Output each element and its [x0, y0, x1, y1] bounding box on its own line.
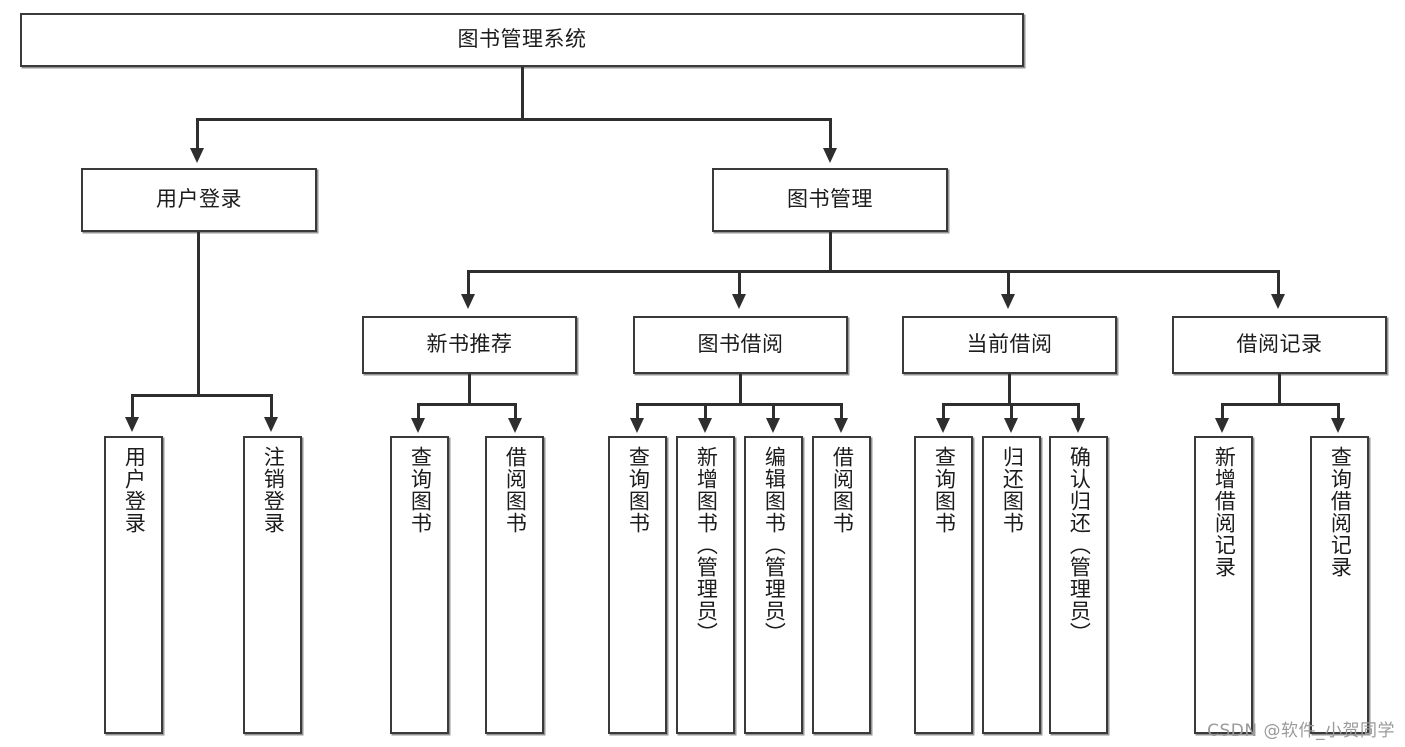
connector-book-borrow-leaf-1: [636, 403, 639, 420]
leaf-borrow-record-add-record[interactable]: 新增借阅记录: [1194, 436, 1253, 734]
arrow-borrow-record-leaf-2: [1331, 418, 1345, 433]
connector-new-book-stem: [468, 374, 471, 403]
arrow-book-borrow-leaf-1: [630, 418, 644, 433]
connector-root-stem: [521, 67, 524, 118]
leaf-user-login-logout[interactable]: 注销登录: [243, 436, 302, 734]
connector-current-borrow-stem: [1008, 374, 1011, 403]
connector-borrow-record-stem: [1278, 374, 1281, 403]
connector-borrow-record-leaf-1: [1221, 403, 1224, 420]
connector-book-borrow-leaf-2: [704, 403, 707, 420]
watermark-text: CSDN @软件_小贺同学: [1207, 721, 1395, 741]
leaf-current-borrow-query-books[interactable]: 查询图书: [914, 436, 973, 734]
arrow-to-borrow-record: [1271, 294, 1285, 309]
connector-user-login-bus: [131, 394, 272, 397]
node-root-system[interactable]: 图书管理系统: [20, 13, 1024, 67]
leaf-label: 归还图书: [1000, 446, 1025, 534]
connector-book-mgmt-to-current-borrow: [1007, 270, 1010, 296]
node-label: 当前借阅: [966, 332, 1053, 357]
leaf-label: 新增图书（管理员）: [694, 446, 719, 644]
arrow-current-borrow-leaf-2: [1004, 418, 1018, 433]
connector-book-mgmt-to-borrow-record: [1277, 270, 1280, 296]
arrow-book-borrow-leaf-4: [834, 418, 848, 433]
arrow-borrow-record-leaf-1: [1215, 418, 1229, 433]
node-label: 借阅记录: [1236, 332, 1323, 357]
leaf-label: 用户登录: [122, 446, 147, 534]
connector-current-borrow-leaf-1: [942, 403, 945, 420]
node-new-book-recommend[interactable]: 新书推荐: [362, 316, 577, 374]
leaf-new-book-query-books[interactable]: 查询图书: [390, 436, 449, 734]
leaf-book-borrow-query-books[interactable]: 查询图书: [608, 436, 667, 734]
arrow-to-user-login: [190, 148, 204, 163]
leaf-label: 借阅图书: [830, 446, 855, 534]
node-book-borrow[interactable]: 图书借阅: [633, 316, 848, 374]
connector-book-borrow-stem: [739, 374, 742, 403]
connector-book-borrow-leaf-3: [772, 403, 775, 420]
leaf-new-book-borrow-books[interactable]: 借阅图书: [485, 436, 544, 734]
arrow-user-login-leaf-1: [125, 417, 139, 432]
node-label: 图书借阅: [697, 332, 784, 357]
connector-borrow-record-bus: [1221, 403, 1339, 406]
connector-new-book-leaf-2: [514, 403, 517, 420]
connector-book-mgmt-stem: [829, 232, 832, 270]
leaf-label: 查询图书: [626, 446, 651, 534]
node-borrow-record[interactable]: 借阅记录: [1172, 316, 1387, 374]
leaf-current-borrow-confirm-return-admin[interactable]: 确认归还（管理员）: [1049, 436, 1108, 734]
arrow-book-borrow-leaf-3: [766, 418, 780, 433]
node-label: 图书管理: [787, 187, 873, 212]
leaf-label: 新增借阅记录: [1212, 446, 1237, 578]
arrow-book-borrow-leaf-2: [698, 418, 712, 433]
connector-new-book-leaf-1: [417, 403, 420, 420]
arrow-new-book-leaf-2: [508, 418, 522, 433]
arrow-current-borrow-leaf-1: [936, 418, 950, 433]
connector-book-mgmt-bus: [467, 270, 1280, 273]
node-label: 图书管理系统: [457, 27, 587, 52]
node-book-management[interactable]: 图书管理: [712, 168, 948, 232]
arrow-to-new-book-recommend: [461, 294, 475, 309]
connector-borrow-record-leaf-2: [1337, 403, 1340, 420]
connector-book-borrow-bus: [636, 403, 843, 406]
connector-current-borrow-leaf-3: [1077, 403, 1080, 420]
leaf-label: 查询借阅记录: [1328, 446, 1353, 578]
leaf-borrow-record-query-record[interactable]: 查询借阅记录: [1310, 436, 1369, 734]
arrow-user-login-leaf-2: [264, 417, 278, 432]
connector-book-mgmt-to-book-borrow: [738, 270, 741, 296]
leaf-user-login-login[interactable]: 用户登录: [104, 436, 163, 734]
leaf-current-borrow-return-books[interactable]: 归还图书: [982, 436, 1041, 734]
leaf-label: 查询图书: [932, 446, 957, 534]
leaf-label: 借阅图书: [503, 446, 528, 534]
leaf-label: 确认归还（管理员）: [1067, 446, 1092, 644]
node-user-login[interactable]: 用户登录: [81, 168, 317, 232]
connector-root-to-book-mgmt: [829, 118, 832, 150]
arrow-to-book-borrow: [732, 294, 746, 309]
arrow-new-book-leaf-1: [411, 418, 425, 433]
connector-root-to-user-login: [196, 118, 199, 150]
leaf-label: 查询图书: [408, 446, 433, 534]
arrow-current-borrow-leaf-3: [1071, 418, 1085, 433]
connector-user-login-leaf-1: [131, 394, 134, 419]
node-current-borrow[interactable]: 当前借阅: [902, 316, 1117, 374]
leaf-book-borrow-borrow-books[interactable]: 借阅图书: [812, 436, 871, 734]
arrow-to-book-mgmt: [823, 148, 837, 163]
connector-root-bus: [196, 118, 832, 121]
connector-book-borrow-leaf-4: [840, 403, 843, 420]
connector-user-login-stem: [197, 232, 200, 394]
leaf-book-borrow-edit-book-admin[interactable]: 编辑图书（管理员）: [744, 436, 803, 734]
connector-current-borrow-leaf-2: [1010, 403, 1013, 420]
leaf-book-borrow-add-book-admin[interactable]: 新增图书（管理员）: [676, 436, 735, 734]
leaf-label: 注销登录: [261, 446, 286, 534]
connector-new-book-bus: [417, 403, 517, 406]
leaf-label: 编辑图书（管理员）: [762, 446, 787, 644]
connector-user-login-leaf-2: [270, 394, 273, 419]
node-label: 用户登录: [156, 187, 242, 212]
node-label: 新书推荐: [426, 332, 513, 357]
connector-book-mgmt-to-new-book: [467, 270, 470, 296]
arrow-to-current-borrow: [1001, 294, 1015, 309]
